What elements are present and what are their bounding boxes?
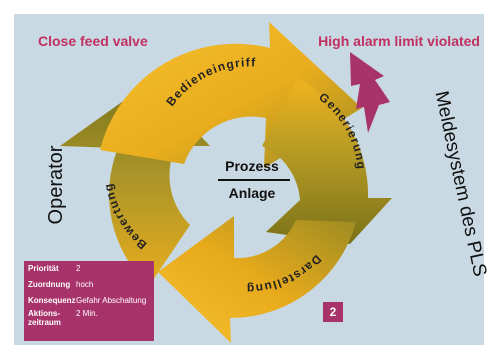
actor-operator: Operator <box>45 145 67 224</box>
page-number-badge: 2 <box>323 302 343 322</box>
lightning-bolt-icon <box>350 52 390 133</box>
center-label-top: Prozess <box>225 158 279 174</box>
info-value: 2 <box>76 264 81 273</box>
info-key: Aktions-zeitraum <box>28 309 61 327</box>
info-key: Priorität <box>28 264 59 273</box>
info-table: Priorität 2 Zuordnung hoch Konsequenz Ge… <box>24 261 154 341</box>
info-key: Konsequenz <box>28 296 76 305</box>
info-value: hoch <box>76 280 94 289</box>
note-close-feed-valve: Close feed valve <box>38 33 148 49</box>
cycle-arrow-bottom <box>158 216 356 343</box>
info-row-assignment: Zuordnung hoch <box>24 280 154 289</box>
info-value: Gefahr Abschaltung <box>76 296 147 305</box>
info-row-consequence: Konsequenz Gefahr Abschaltung <box>24 296 154 305</box>
info-value: 2 Min. <box>76 309 98 318</box>
info-row-action-period: Aktions-zeitraum 2 Min. <box>24 309 154 327</box>
center-label-bottom: Anlage <box>229 185 276 201</box>
cycle-arrow-right <box>262 78 392 244</box>
info-key: Zuordnung <box>28 280 71 289</box>
note-high-alarm: High alarm limit violated <box>318 33 480 49</box>
info-row-priority: Priorität 2 <box>24 264 154 273</box>
